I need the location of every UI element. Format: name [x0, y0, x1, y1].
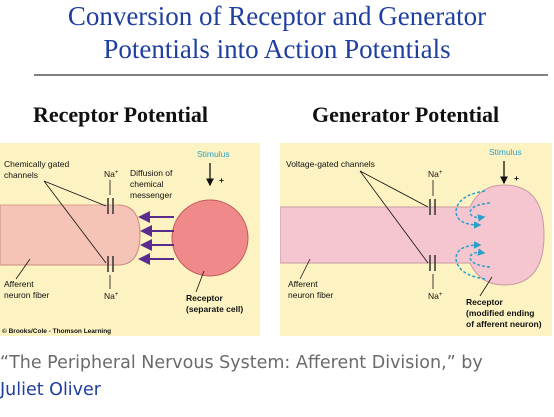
receptor-potential-heading: Receptor Potential — [33, 102, 208, 127]
receptor-label-3: of afferent neuron) — [466, 319, 542, 329]
chemically-gated-channel-bottom — [107, 256, 114, 272]
slide-title: Conversion of Receptor and Generator Pot… — [0, 0, 554, 66]
voltage-gated-label: Voltage-gated channels — [286, 159, 375, 169]
copyright-credit: © Brooks/Cole - Thomson Learning — [2, 327, 111, 335]
chemical-messenger-arrows — [138, 211, 174, 265]
generator-potential-diagram: Stimulus + Voltage-gated channels Na+ Na… — [280, 143, 552, 336]
plus-sign: + — [219, 175, 224, 185]
source-caption: “The Peripheral Nervous System: Afferent… — [0, 350, 554, 404]
receptor-potential-diagram: Stimulus + Chemically gated channels Na+… — [0, 143, 260, 336]
title-divider — [34, 74, 548, 76]
voltage-gated-channel-bottom — [429, 255, 436, 271]
afferent-fiber — [0, 204, 141, 266]
title-line-2: Potentials into Action Potentials — [103, 34, 451, 64]
author-link[interactable]: Juliet Oliver — [0, 380, 101, 400]
afferent-label-2: neuron fiber — [288, 290, 334, 300]
na-bottom-label: Na+ — [428, 291, 443, 301]
plus-sign: + — [514, 173, 519, 183]
afferent-label-2: neuron fiber — [4, 290, 50, 300]
stimulus-label: Stimulus — [197, 149, 230, 159]
afferent-label-1: Afferent — [288, 279, 318, 289]
receptor-label-2: (modified ending — [466, 308, 534, 318]
receptor-cell — [171, 199, 249, 277]
stimulus-label: Stimulus — [489, 147, 522, 157]
receptor-label-1: Receptor — [466, 297, 504, 307]
title-line-1: Conversion of Receptor and Generator — [67, 1, 487, 31]
diffusion-label-2: chemical — [130, 179, 164, 189]
chemically-gated-channel-top — [107, 198, 114, 214]
afferent-label-1: Afferent — [4, 279, 34, 289]
afferent-fiber-ending — [280, 184, 545, 286]
gated-label-1: Chemically gated — [4, 159, 69, 169]
diffusion-label-3: messenger — [130, 190, 172, 200]
diffusion-label-1: Diffusion of — [130, 168, 173, 178]
na-top-label: Na+ — [104, 169, 119, 179]
receptor-label-1: Receptor — [186, 293, 224, 303]
generator-potential-heading: Generator Potential — [312, 102, 500, 127]
na-top-label: Na+ — [428, 169, 443, 179]
na-bottom-label: Na+ — [104, 291, 119, 301]
gated-label-2: channels — [4, 170, 38, 180]
voltage-gated-channel-top — [429, 199, 436, 215]
receptor-label-2: (separate cell) — [186, 304, 243, 314]
local-current-loops — [455, 190, 491, 280]
caption-text: “The Peripheral Nervous System: Afferent… — [0, 353, 483, 373]
